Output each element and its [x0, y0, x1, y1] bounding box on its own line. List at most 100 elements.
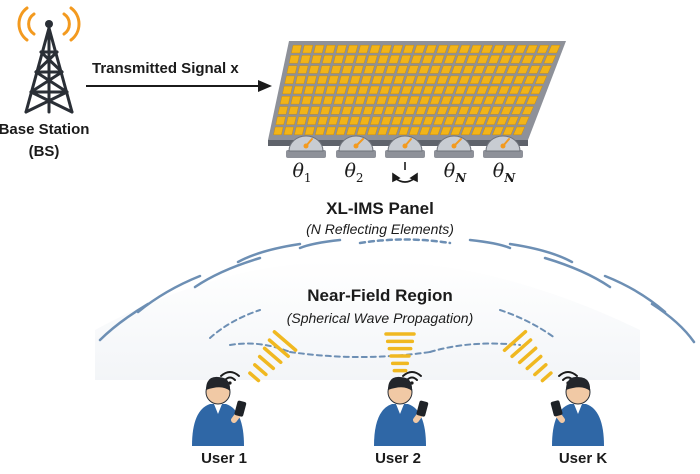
reflecting-element: [469, 75, 482, 84]
phase-shifter-row: [286, 135, 523, 158]
reflecting-element: [464, 116, 477, 125]
beam-segment: [262, 346, 283, 365]
reflecting-element: [312, 96, 323, 105]
base-station-name: Base Station: [0, 121, 90, 138]
reflecting-element: [410, 55, 423, 64]
reflecting-element: [390, 85, 402, 95]
reflecting-element: [511, 106, 524, 115]
reflecting-element: [458, 75, 471, 84]
reflecting-element: [377, 55, 389, 64]
reflecting-element: [429, 96, 442, 105]
reflecting-element: [391, 116, 403, 125]
reflecting-element: [277, 106, 289, 115]
reflecting-element: [429, 65, 441, 74]
reflecting-element: [291, 45, 302, 54]
reflecting-element: [333, 96, 345, 105]
user-icon: [374, 332, 429, 446]
reflecting-element: [402, 45, 415, 54]
reflecting-element: [506, 116, 519, 125]
reflecting-element: [440, 126, 452, 136]
reflecting-element: [517, 116, 530, 125]
reflecting-element: [369, 45, 381, 54]
reflecting-element: [479, 106, 492, 115]
reflecting-element: [317, 75, 328, 84]
reflecting-element: [539, 65, 552, 74]
reflecting-element: [408, 96, 420, 105]
reflecting-element: [451, 65, 464, 74]
reflecting-element: [436, 75, 449, 84]
reflecting-element: [299, 55, 311, 64]
reflecting-element: [377, 126, 389, 136]
wave-arc: [650, 302, 696, 344]
reflecting-element: [547, 45, 561, 54]
phase-subscript: 1: [303, 170, 312, 185]
reflecting-element: [314, 126, 326, 136]
reflecting-element: [471, 126, 483, 136]
reflecting-element: [288, 106, 299, 115]
reflecting-element: [301, 96, 312, 105]
phase-symbol: θ: [344, 160, 356, 182]
reflecting-element: [346, 45, 359, 54]
reflecting-element: [288, 55, 300, 64]
wave-arc: [193, 256, 262, 289]
beam-segment: [533, 363, 548, 377]
phase-subscript: 2: [355, 170, 364, 185]
reflecting-element: [292, 85, 304, 95]
reflecting-element: [344, 96, 356, 105]
reflecting-element: [455, 55, 467, 64]
near-field-subtitle: (Spherical Wave Propagation): [286, 310, 474, 326]
reflecting-element: [304, 126, 315, 136]
reflecting-element: [499, 55, 512, 64]
reflecting-element: [422, 85, 434, 95]
reflecting-element: [349, 75, 361, 84]
reflecting-element: [515, 96, 528, 105]
wave-arc: [236, 242, 302, 264]
user-hair: [206, 376, 231, 391]
reflecting-element: [411, 85, 424, 95]
reflecting-element: [365, 96, 377, 105]
reflecting-element: [461, 96, 474, 105]
reflecting-element: [391, 45, 404, 54]
reflecting-element: [495, 65, 508, 74]
reflecting-element: [492, 45, 505, 54]
reflecting-element: [325, 126, 336, 136]
reflecting-element: [476, 85, 489, 95]
reflecting-element: [341, 106, 353, 115]
beam-segment: [502, 329, 528, 353]
reflecting-element: [432, 55, 445, 64]
beam-segment: [510, 338, 533, 359]
reflecting-element: [383, 106, 395, 115]
reflecting-element: [336, 85, 348, 95]
reflecting-element: [418, 65, 430, 74]
beam-segment: [267, 338, 290, 358]
reflecting-element: [477, 55, 490, 64]
reflecting-element: [422, 116, 435, 125]
reflecting-element: [521, 55, 534, 64]
phone-icon: [550, 400, 563, 417]
near-field-title: Near-Field Region: [307, 286, 453, 305]
reflecting-element: [344, 55, 356, 64]
reflecting-element: [352, 65, 364, 74]
reflecting-element: [327, 75, 339, 84]
reflecting-element: [322, 96, 334, 105]
user-2-label: User 2: [375, 450, 421, 467]
reflecting-element: [491, 75, 504, 84]
reflecting-element: [387, 96, 399, 105]
reflecting-element: [514, 45, 527, 54]
reflecting-element: [338, 116, 350, 125]
user-hair: [566, 376, 591, 391]
phase-label-1: θ1: [280, 160, 324, 185]
reflecting-element: [494, 96, 506, 105]
reflecting-element: [443, 116, 456, 125]
reflecting-element: [433, 116, 445, 125]
reflecting-element: [273, 126, 284, 136]
reflecting-element: [513, 75, 526, 84]
reflecting-element: [504, 96, 517, 105]
wave-arc: [229, 342, 291, 353]
reflecting-element: [308, 65, 320, 74]
reflecting-element: [335, 45, 347, 54]
reflecting-element: [400, 85, 413, 95]
user-hair: [388, 376, 413, 391]
signal-waves-icon: [17, 6, 81, 42]
reflecting-element: [311, 55, 322, 64]
